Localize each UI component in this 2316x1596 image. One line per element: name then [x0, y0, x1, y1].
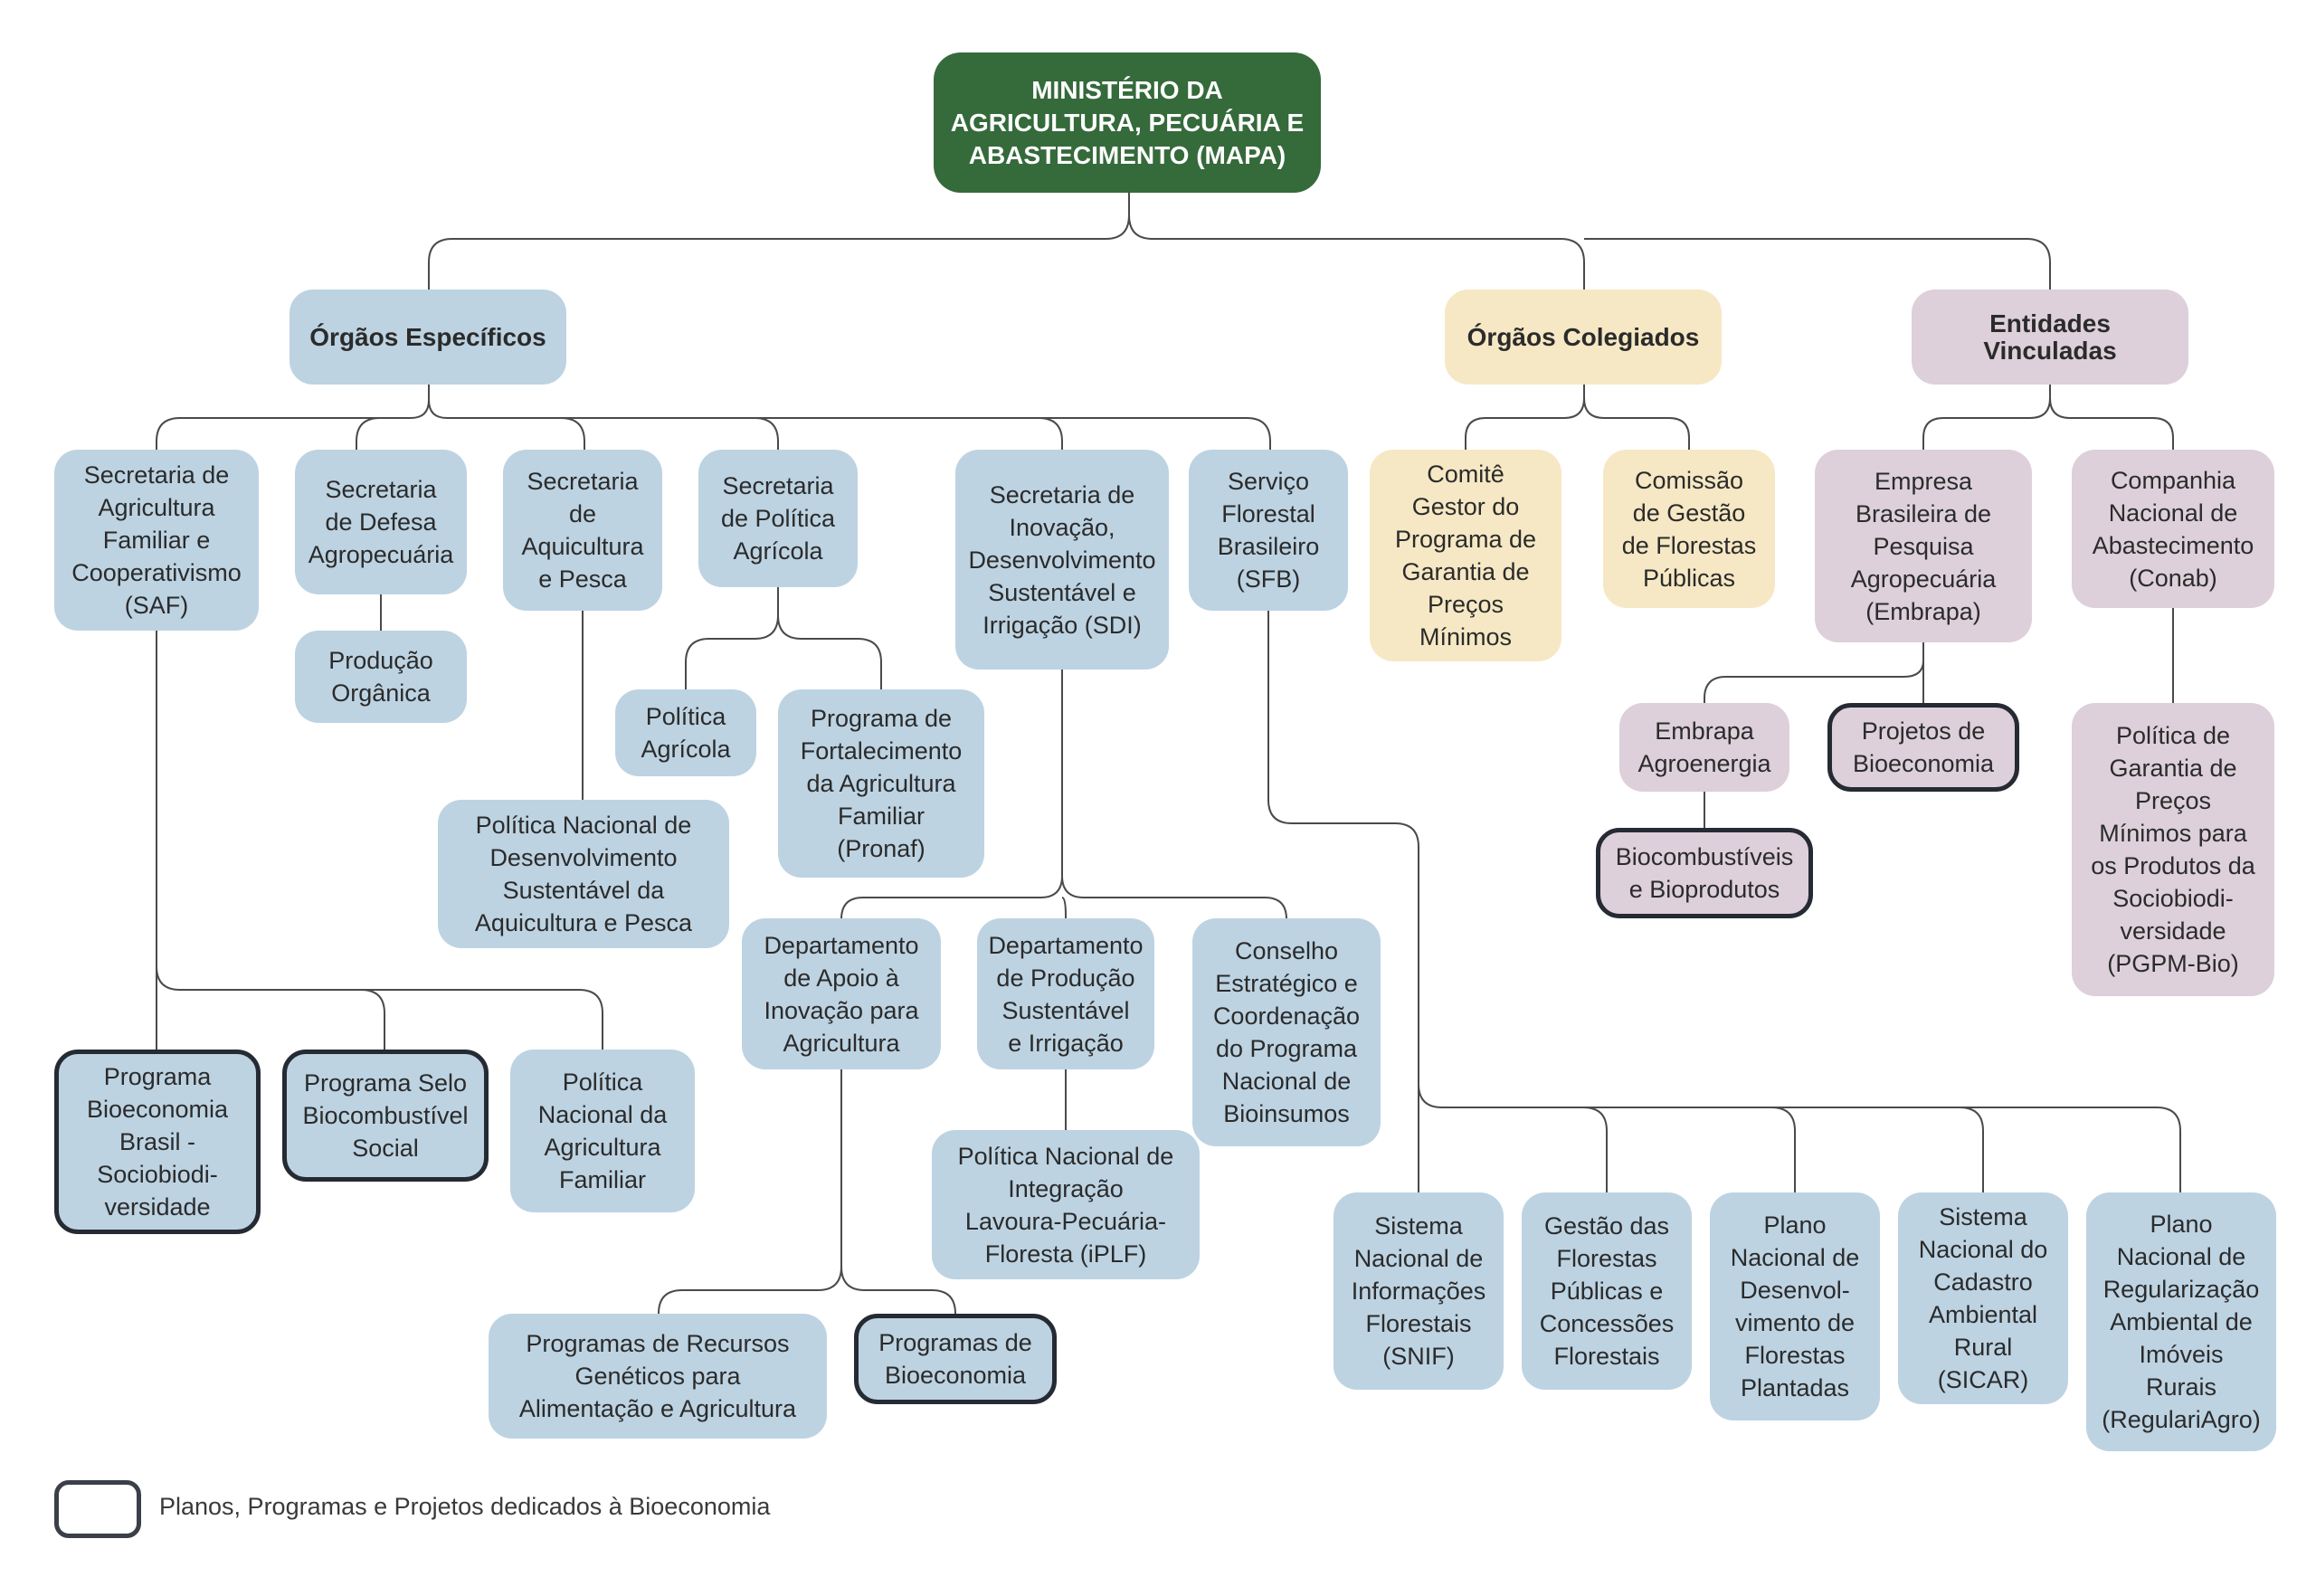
connector-sdi-children	[840, 670, 1287, 920]
connector-apoio-programas	[658, 1069, 956, 1315]
node-conselho-bioinsumos: Conselho Estratégico e Coordenação do Pr…	[1192, 918, 1381, 1146]
node-departamento-apoio-inovacao: Departamento de Apoio à Inovação para Ag…	[742, 918, 941, 1069]
node-pgpm-bio: Política de Garantia de Preços Mínimos p…	[2072, 703, 2274, 996]
category-entidades-vinculadas: Entidades Vinculadas	[1912, 290, 2188, 385]
node-label: Programas de Bioeconomia	[878, 1329, 1032, 1389]
node-label: Plano Nacional de Regularização Ambienta…	[2102, 1211, 2261, 1433]
node-label: Serviço Florestal Brasileiro (SFB)	[1217, 468, 1320, 593]
node-pndsap: Política Nacional de Desenvolvimento Sus…	[438, 800, 729, 948]
connector-saf-children	[156, 631, 603, 1050]
node-label: Política Nacional de Desenvolvimento Sus…	[474, 812, 693, 936]
node-sdi: Secretaria de Inovação, Desenvolvimento …	[955, 450, 1169, 670]
node-label: Política de Garantia de Preços Mínimos p…	[2091, 722, 2255, 977]
node-label: Secretaria de Política Agrícola	[720, 472, 836, 565]
node-label: Secretaria de Inovação, Desenvolvimento …	[968, 480, 1156, 639]
node-label: Produção Orgânica	[328, 647, 433, 707]
node-label: Departamento de Apoio à Inovação para Ag…	[764, 931, 919, 1057]
node-label: Secretaria de Defesa Agropecuária	[308, 476, 454, 568]
connector-embrapa-children	[1704, 642, 1924, 703]
node-label: Empresa Brasileira de Pesquisa Agropecuá…	[1850, 467, 1997, 625]
node-pnaf: Política Nacional da Agricultura Familia…	[510, 1050, 695, 1212]
category-orgaos-colegiados: Órgãos Colegiados	[1445, 290, 1722, 385]
category-label: Órgãos Específicos	[309, 322, 546, 351]
node-departamento-producao-sustentavel: Departamento de Produção Sustentável e I…	[977, 918, 1154, 1069]
node-politica-agricola: Política Agrícola	[615, 689, 756, 776]
node-label: Conselho Estratégico e Coordenação do Pr…	[1212, 937, 1361, 1127]
node-comissao-florestas: Comissão de Gestão de Florestas Públicas	[1603, 450, 1775, 608]
root-label: MINISTÉRIO DA AGRICULTURA, PECUÁRIA E AB…	[950, 75, 1305, 169]
node-saf: Secretaria de Agricultura Familiar e Coo…	[54, 450, 259, 631]
node-snif: Sistema Nacional de Informações Floresta…	[1334, 1192, 1504, 1390]
node-label: Programa Selo Biocombustível Social	[302, 1069, 469, 1162]
node-biocombustiveis-bioprodutos: Biocombustíveis e Bioprodutos	[1596, 828, 1813, 918]
node-label: Política Nacional de Integração Lavoura-…	[957, 1142, 1174, 1268]
connector-spa-children	[685, 587, 882, 689]
node-label: Plano Nacional de Desenvol- vimento de F…	[1730, 1211, 1860, 1401]
category-orgaos-especificos: Órgãos Específicos	[290, 290, 566, 385]
connector-root-categories	[428, 193, 2051, 290]
node-embrapa: Empresa Brasileira de Pesquisa Agropecuá…	[1815, 450, 2032, 642]
connector-sfb-children	[1267, 611, 2181, 1192]
node-projetos-bioeconomia: Projetos de Bioeconomia	[1827, 703, 2019, 792]
category-label: Entidades Vinculadas	[1983, 309, 2117, 365]
node-conab: Companhia Nacional de Abastecimento (Con…	[2072, 450, 2274, 608]
node-gestao-florestas: Gestão das Florestas Públicas e Concessõ…	[1522, 1192, 1692, 1390]
node-label: Política Agrícola	[641, 703, 731, 763]
node-label: Secretaria de Aquicultura e Pesca	[521, 468, 644, 593]
node-label: Programa de Fortalecimento da Agricultur…	[800, 705, 963, 862]
connector-especificos-secretarias	[156, 385, 1271, 450]
node-label: Programas de Recursos Genéticos para Ali…	[518, 1330, 797, 1422]
node-recursos-geneticos: Programas de Recursos Genéticos para Ali…	[489, 1314, 827, 1439]
root-node-mapa: MINISTÉRIO DA AGRICULTURA, PECUÁRIA E AB…	[934, 52, 1321, 193]
legend-label: Planos, Programas e Projetos dedicados à…	[159, 1493, 771, 1520]
node-plano-florestas-plantadas: Plano Nacional de Desenvol- vimento de F…	[1710, 1192, 1880, 1420]
node-programa-selo-biocombustivel: Programa Selo Biocombustível Social	[282, 1050, 489, 1182]
connector-vinculadas	[1922, 385, 2174, 450]
node-label: Secretaria de Agricultura Familiar e Coo…	[71, 461, 242, 619]
node-programa-bioeconomia-brasil: Programa Bioeconomia Brasil - Sociobiodi…	[54, 1050, 261, 1234]
node-producao-organica: Produção Orgânica	[295, 631, 467, 723]
node-sfb: Serviço Florestal Brasileiro (SFB)	[1189, 450, 1348, 611]
node-sicar: Sistema Nacional do Cadastro Ambiental R…	[1898, 1192, 2068, 1404]
node-label: Sistema Nacional de Informações Floresta…	[1351, 1212, 1486, 1370]
node-ilpf: Política Nacional de Integração Lavoura-…	[932, 1130, 1200, 1279]
node-label: Sistema Nacional do Cadastro Ambiental R…	[1918, 1203, 2048, 1393]
node-sap: Secretaria de Aquicultura e Pesca	[503, 450, 662, 611]
legend-highlight-swatch	[54, 1480, 141, 1538]
node-spa: Secretaria de Política Agrícola	[698, 450, 858, 587]
node-label: Departamento de Produção Sustentável e I…	[988, 931, 1144, 1057]
node-label: Comissão de Gestão de Florestas Públicas	[1621, 466, 1757, 592]
node-label: Embrapa Agroenergia	[1637, 717, 1771, 777]
category-label: Órgãos Colegiados	[1466, 322, 1700, 351]
node-pronaf: Programa de Fortalecimento da Agricultur…	[778, 689, 984, 878]
node-sda: Secretaria de Defesa Agropecuária	[295, 450, 467, 594]
node-label: Companhia Nacional de Abastecimento (Con…	[2092, 466, 2254, 592]
node-label: Política Nacional da Agricultura Familia…	[537, 1069, 668, 1193]
node-programas-bioeconomia: Programas de Bioeconomia	[854, 1314, 1057, 1404]
node-embrapa-agroenergia: Embrapa Agroenergia	[1619, 703, 1789, 792]
node-label: Gestão das Florestas Públicas e Concessõ…	[1539, 1212, 1675, 1370]
connector-colegiados	[1465, 385, 1690, 450]
node-comite-gestor: Comitê Gestor do Programa de Garantia de…	[1370, 450, 1561, 661]
node-label: Biocombustíveis e Bioprodutos	[1615, 843, 1794, 903]
node-label: Comitê Gestor do Programa de Garantia de…	[1394, 461, 1537, 651]
node-label: Programa Bioeconomia Brasil - Sociobiodi…	[86, 1063, 229, 1221]
node-regulariagro: Plano Nacional de Regularização Ambienta…	[2086, 1192, 2276, 1451]
node-label: Projetos de Bioeconomia	[1852, 717, 1995, 777]
